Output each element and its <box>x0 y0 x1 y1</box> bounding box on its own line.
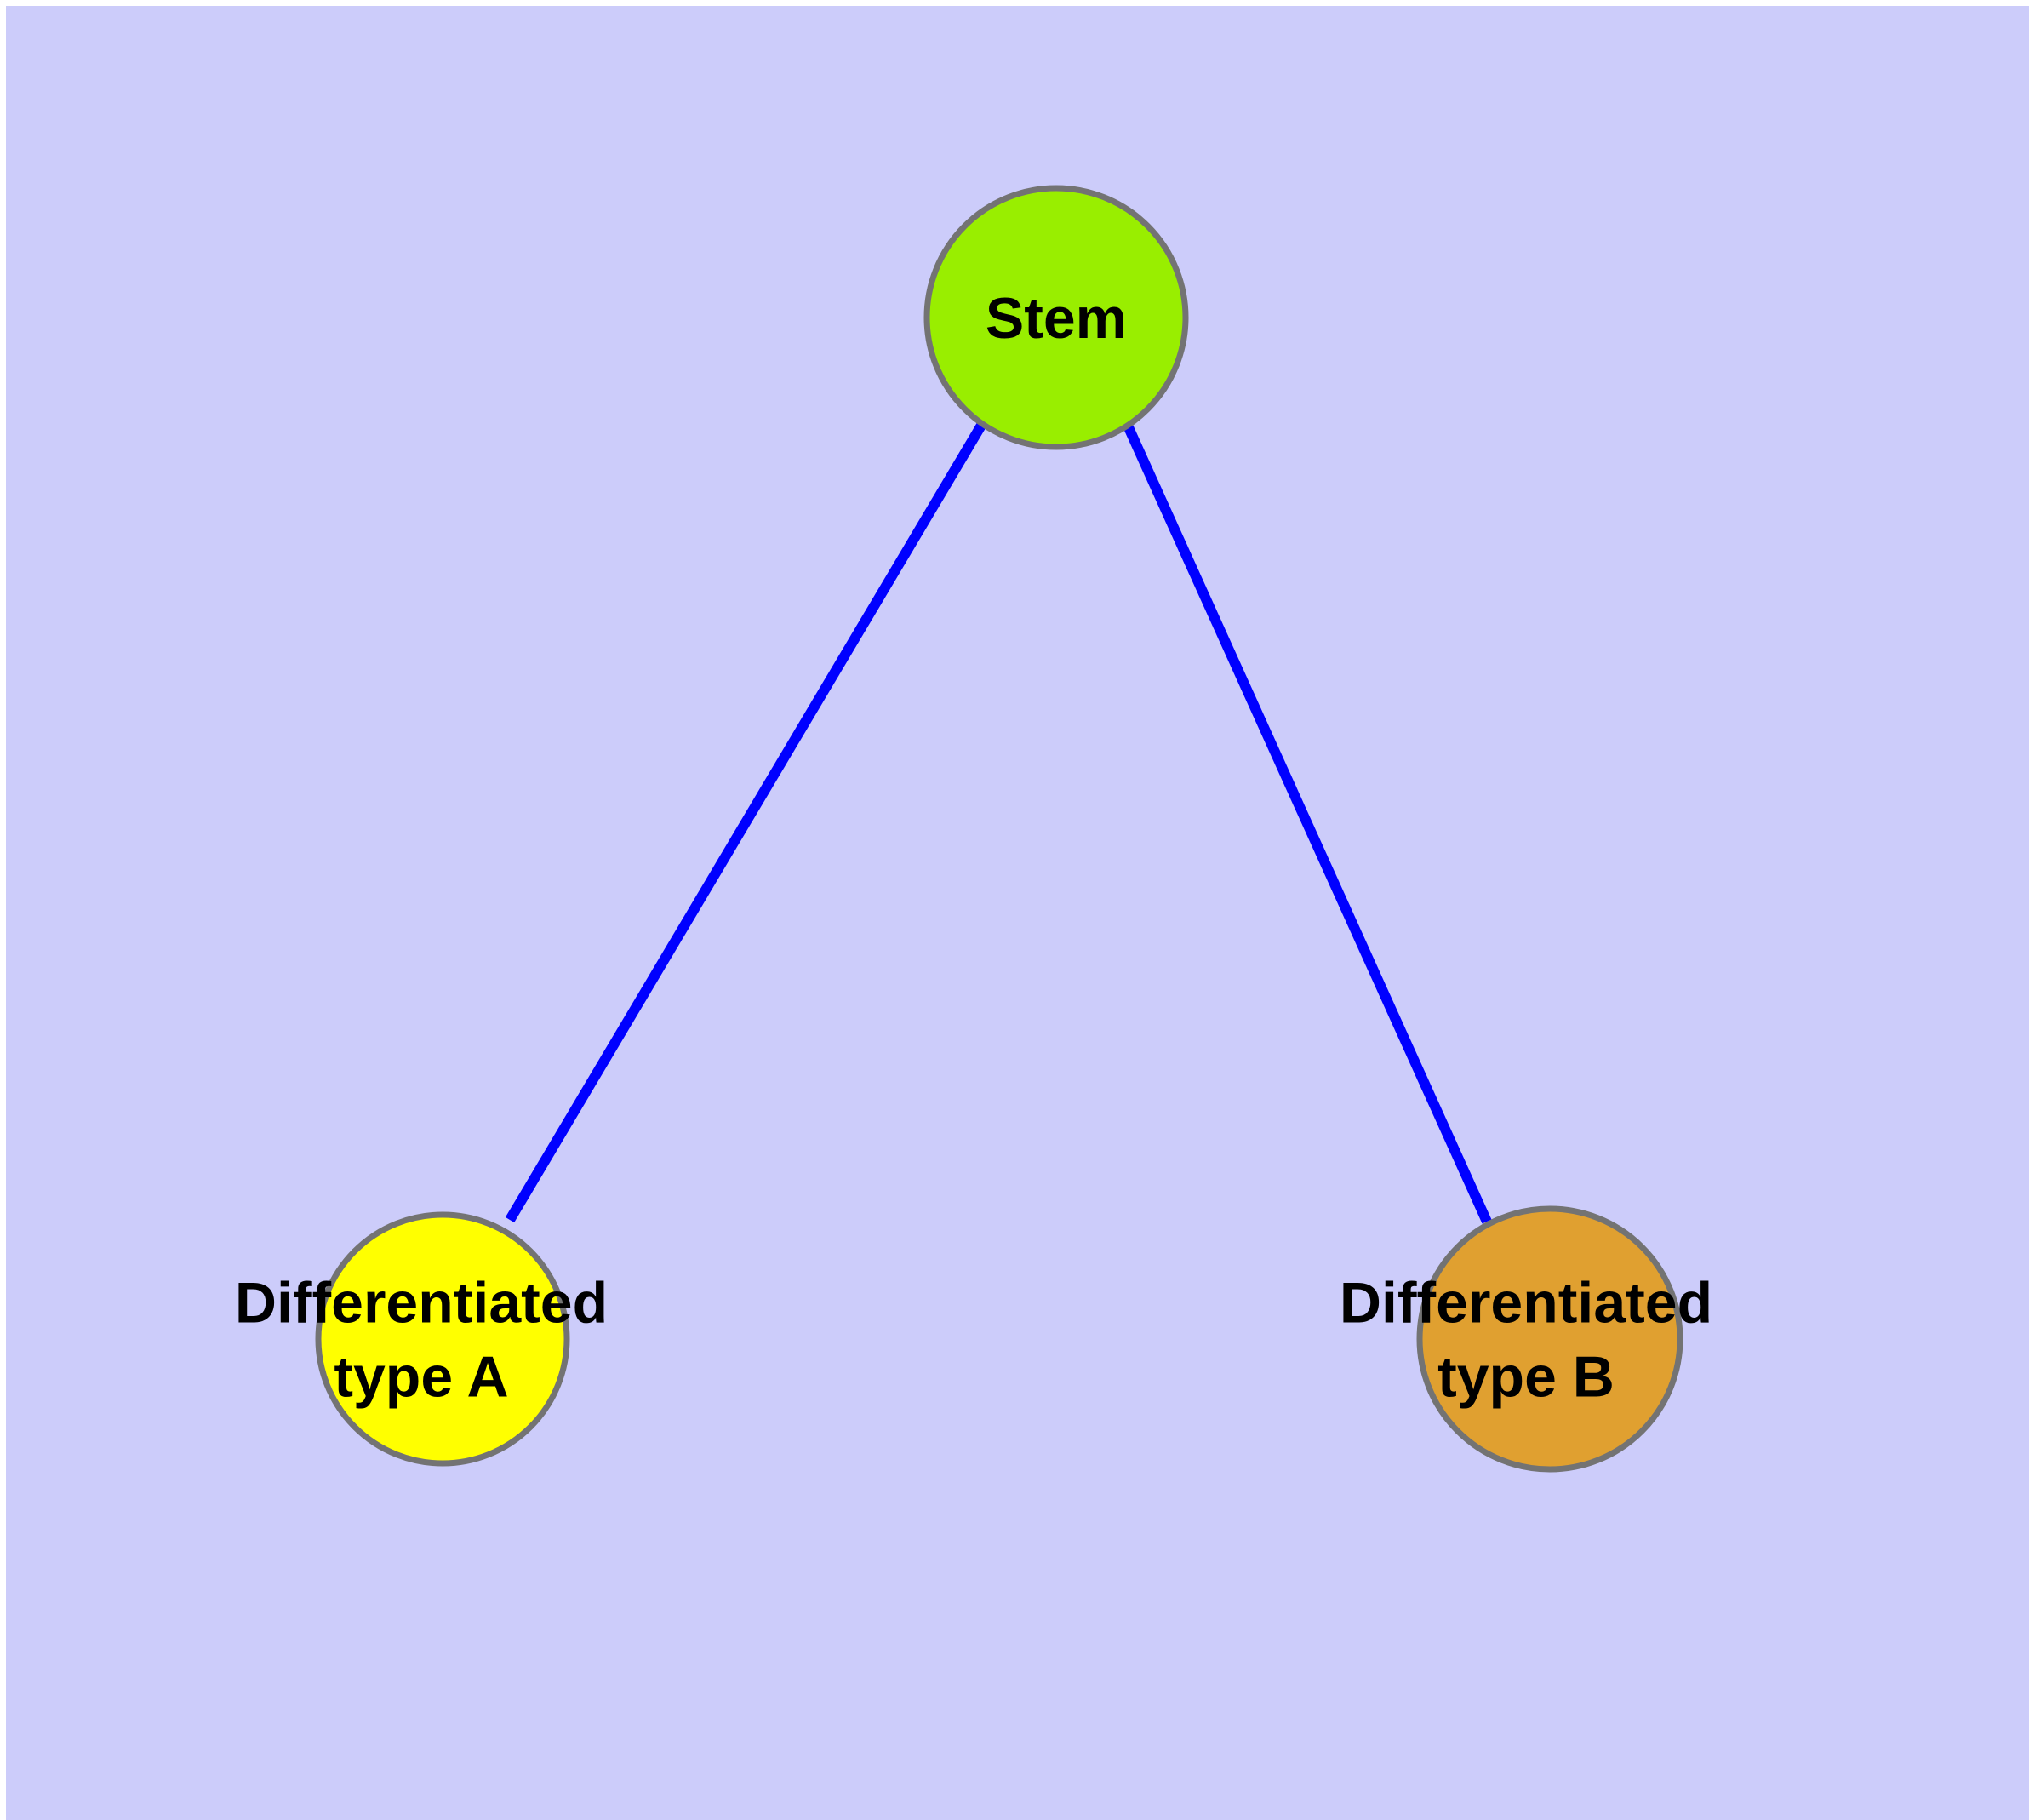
node-label-line: Differentiated <box>235 1270 608 1335</box>
node-label-line: Differentiated <box>1340 1270 1712 1335</box>
graph-node-diff_b[interactable] <box>1416 1205 1683 1473</box>
graph-edge-stem-to-a[interactable] <box>505 421 987 1223</box>
node-label-line: type A <box>334 1344 508 1409</box>
graph-node-stem[interactable] <box>923 185 1189 450</box>
nodes-layer <box>315 185 1683 1473</box>
node-label-diff_b: Differentiated type B <box>1340 1270 1712 1409</box>
node-label-diff_a: Differentiated type A <box>235 1270 608 1409</box>
edges-layer <box>505 421 1492 1224</box>
node-label-line: type B <box>1437 1344 1615 1409</box>
node-label-line: Stem <box>986 286 1127 351</box>
graph-node-diff_a[interactable] <box>315 1211 570 1467</box>
graph-edge-stem-to-b[interactable] <box>1123 423 1492 1224</box>
node-label-stem: Stem <box>986 286 1127 351</box>
